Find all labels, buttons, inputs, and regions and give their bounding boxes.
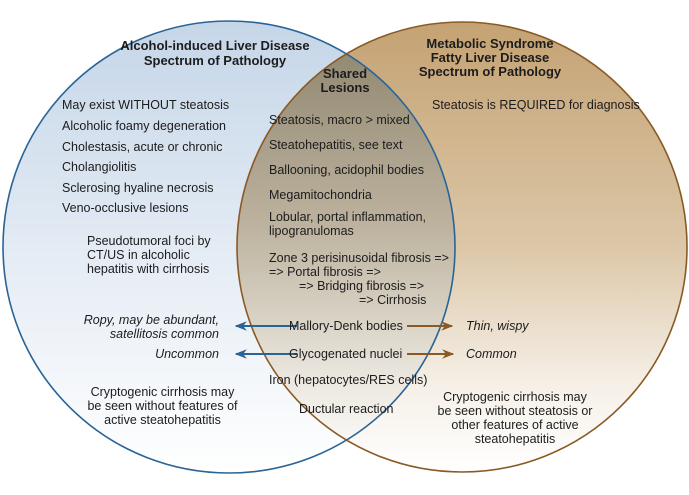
metabolic-cryptogenic-note: Cryptogenic cirrhosis may be seen withou… [430, 390, 600, 446]
alcohol-item: Sclerosing hyaline necrosis [62, 181, 214, 195]
shared-item: Megamitochondria [269, 188, 372, 202]
shared-item: Steatohepatitis, see text [269, 138, 403, 152]
alcohol-cryptogenic-note: Cryptogenic cirrhosis may be seen withou… [80, 385, 245, 427]
metabolic-cryptogenic-line: steatohepatitis [474, 432, 556, 446]
alcohol-circle-outline [2, 20, 456, 474]
shared-lobular: Lobular, portal inflammation, lipogranul… [269, 210, 426, 238]
pseudotumoral-line: CT/US in alcoholic [87, 248, 190, 262]
fibrosis-step: => Portal fibrosis => [269, 265, 381, 279]
alcohol-glycogen-desc: Uncommon [155, 347, 219, 361]
shared-item: Ballooning, acidophil bodies [269, 163, 424, 177]
metabolic-circle-outline [236, 21, 688, 473]
metabolic-requirement: Steatosis is REQUIRED for diagnosis [432, 98, 640, 112]
shared-item: Steatosis, macro > mixed [269, 113, 410, 127]
glycogenated-nuclei-label: Glycogenated nuclei [289, 347, 403, 361]
alcohol-cryptogenic-line: be seen without features of [87, 399, 238, 413]
alcohol-title-line2: Spectrum of Pathology [143, 53, 287, 68]
metabolic-cryptogenic-line: other features of active [451, 418, 579, 432]
alcohol-item: Veno-occlusive lesions [62, 201, 189, 215]
mallory-denk-label: Mallory-Denk bodies [289, 319, 403, 333]
alcohol-mallory-desc: Ropy, may be abundant, satellitosis comm… [70, 313, 219, 341]
shared-title-line2: Lesions [320, 80, 370, 95]
alcohol-item: Alcoholic foamy degeneration [62, 119, 226, 133]
alcohol-title-line1: Alcohol-induced Liver Disease [120, 38, 310, 53]
metabolic-glycogen-desc: Common [466, 347, 517, 361]
iron-label: Iron (hepatocytes/RES cells) [269, 373, 428, 387]
alcohol-cryptogenic-line: Cryptogenic cirrhosis may [90, 385, 235, 399]
metabolic-cryptogenic-line: be seen without steatosis or [437, 404, 593, 418]
shared-region-fill [237, 22, 455, 472]
shared-title-line1: Shared [322, 66, 368, 81]
alcohol-mallory-desc-line: satellitosis common [109, 327, 219, 341]
fibrosis-step: => Bridging fibrosis => [299, 279, 425, 293]
alcohol-item: Cholangiolitis [62, 160, 137, 174]
metabolic-title-line1: Metabolic Syndrome [426, 36, 554, 51]
metabolic-title: Metabolic Syndrome Fatty Liver Disease S… [405, 37, 575, 79]
pseudotumoral-line: Pseudotumoral foci by [87, 234, 211, 248]
pseudotumoral-note: Pseudotumoral foci by CT/US in alcoholic… [87, 234, 211, 276]
fibrosis-progression: Zone 3 perisinusoidal fibrosis => => Por… [269, 251, 459, 307]
alcohol-mallory-desc-line: Ropy, may be abundant, [83, 313, 219, 327]
shared-title: Shared Lesions [315, 67, 375, 95]
pseudotumoral-line: hepatitis with cirrhosis [87, 262, 210, 276]
metabolic-title-line2: Fatty Liver Disease [430, 50, 550, 65]
alcohol-title: Alcohol-induced Liver Disease Spectrum o… [90, 38, 340, 68]
alcohol-item: Cholestasis, acute or chronic [62, 140, 223, 154]
metabolic-mallory-desc: Thin, wispy [466, 319, 529, 333]
ductular-reaction-label: Ductular reaction [299, 402, 394, 416]
metabolic-cryptogenic-line: Cryptogenic cirrhosis may [443, 390, 587, 404]
alcohol-cryptogenic-line: active steatohepatitis [104, 413, 221, 427]
fibrosis-step: => Cirrhosis [359, 293, 427, 307]
alcohol-item: May exist WITHOUT steatosis [62, 98, 230, 112]
shared-lobular-line: Lobular, portal inflammation, [269, 210, 427, 224]
fibrosis-step: Zone 3 perisinusoidal fibrosis => [269, 251, 449, 265]
shared-lobular-line: lipogranulomas [269, 224, 354, 238]
metabolic-title-line3: Spectrum of Pathology [418, 64, 562, 79]
